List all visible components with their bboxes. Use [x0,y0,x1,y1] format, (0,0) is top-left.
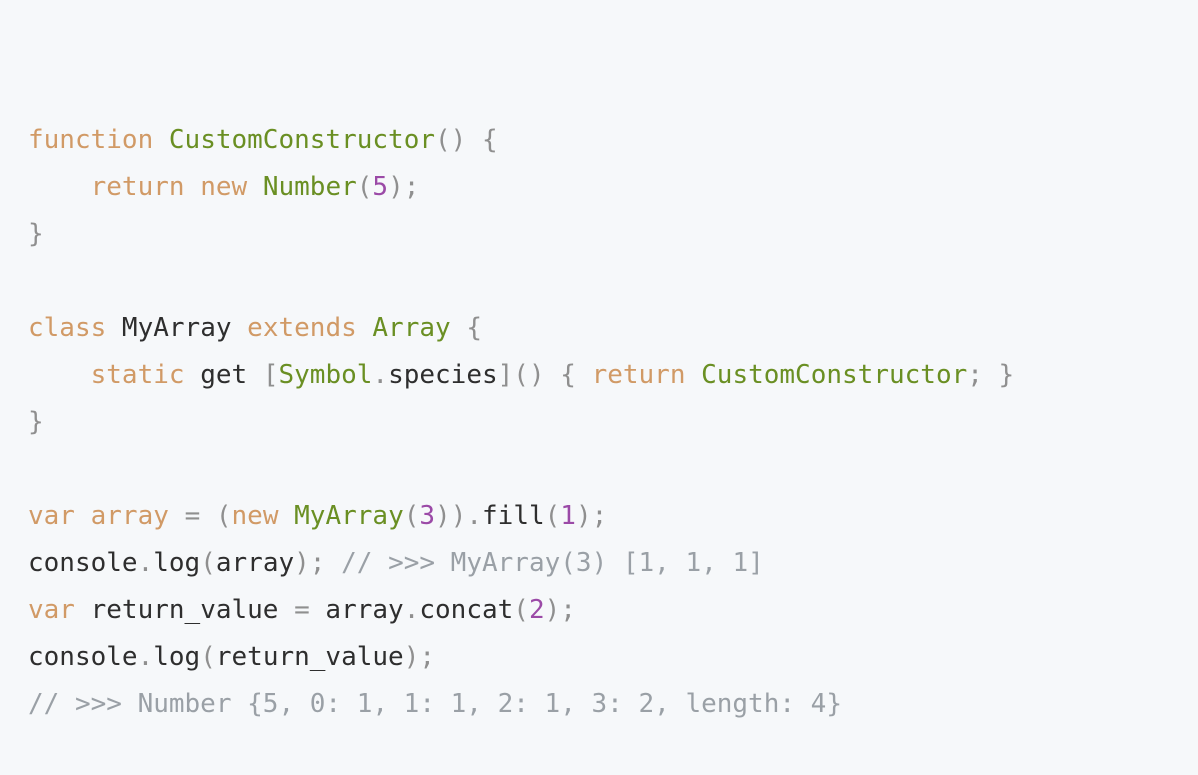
code-line: function CustomConstructor() { [28,117,1198,164]
code-line: } [28,399,1198,446]
code-token: console [28,642,138,672]
code-token: ( [544,501,561,531]
code-token [75,501,91,531]
code-line: console.log(array); // >>> MyArray(3) [1… [28,540,1198,587]
code-token [247,172,263,202]
code-token: ( [200,642,216,672]
code-line: // >>> Number {5, 0: 1, 1: 1, 2: 1, 3: 2… [28,681,1198,728]
code-token [325,548,341,578]
code-block: function CustomConstructor() { return ne… [28,125,1015,719]
code-token: . [137,548,154,578]
code-token: ( [200,548,216,578]
code-token [357,313,373,343]
code-token: array [309,595,404,625]
code-token: array [90,501,169,531]
code-token [28,172,91,202]
code-token: Array [372,313,451,343]
code-token: 1 [560,501,576,531]
code-token: ); [575,501,608,531]
code-token: } [28,407,44,437]
code-token [279,501,295,531]
code-token [685,360,701,390]
code-token [28,360,91,390]
code-token: // >>> Number {5, 0: 1, 1: 1, 2: 1, 3: 2… [28,689,842,719]
code-token: MyArray [294,501,404,531]
code-lines: function CustomConstructor() { return ne… [28,117,1198,728]
code-line [28,446,1198,493]
code-token: Symbol [278,360,373,390]
code-token: ); [388,172,420,202]
code-token: static [90,360,185,390]
code-token [169,501,185,531]
code-token: . [372,360,389,390]
code-token: new [200,172,248,202]
code-token: 3 [419,501,436,531]
code-token: var [28,595,75,625]
code-token: ); [403,642,436,672]
code-token: ( [356,172,373,202]
code-token: ); [294,548,326,578]
code-token: () { [435,125,498,155]
code-line: class MyArray extends Array { [28,305,1198,352]
code-token: } [28,219,44,249]
code-token: return [90,172,185,202]
code-token: // >>> MyArray(3) [1, 1, 1] [341,548,764,578]
code-token: 2 [528,595,545,625]
code-token: log [153,548,201,578]
code-token: = [294,595,310,625]
code-line: var return_value = array.concat(2); [28,587,1198,634]
code-token: return_value [215,642,404,672]
code-token [153,125,169,155]
code-line: var array = (new MyArray(3)).fill(1); [28,493,1198,540]
code-token: extends [247,313,357,343]
code-token: function [28,125,154,155]
code-token: CustomConstructor [701,360,968,390]
code-token: species [388,360,498,390]
code-token: concat [419,595,514,625]
code-token: [ [262,360,279,390]
code-token: ]() { [497,360,592,390]
code-token: new [231,501,279,531]
code-line: } [28,211,1198,258]
code-token: 5 [372,172,389,202]
code-token: )). [435,501,483,531]
code-token: array [215,548,295,578]
code-token: get [184,360,263,390]
code-token: MyArray [106,313,248,343]
code-line [28,258,1198,305]
code-token: = ( [184,501,232,531]
code-token: fill [482,501,545,531]
code-token: Number [262,172,357,202]
code-token: . [137,642,154,672]
code-token: ; } [967,360,1015,390]
code-line: return new Number(5); [28,164,1198,211]
code-token: { [450,313,482,343]
code-token: . [403,595,420,625]
code-token: ); [544,595,576,625]
code-token: ( [513,595,529,625]
code-token [185,172,201,202]
code-token: class [28,313,107,343]
code-token: return [591,360,686,390]
code-token: return_value [74,595,295,625]
code-line: console.log(return_value); [28,634,1198,681]
code-token: var [28,501,75,531]
code-token: console [28,548,138,578]
code-line: static get [Symbol.species]() { return C… [28,352,1198,399]
code-token: CustomConstructor [168,125,435,155]
code-token: log [153,642,201,672]
code-token: ( [403,501,420,531]
